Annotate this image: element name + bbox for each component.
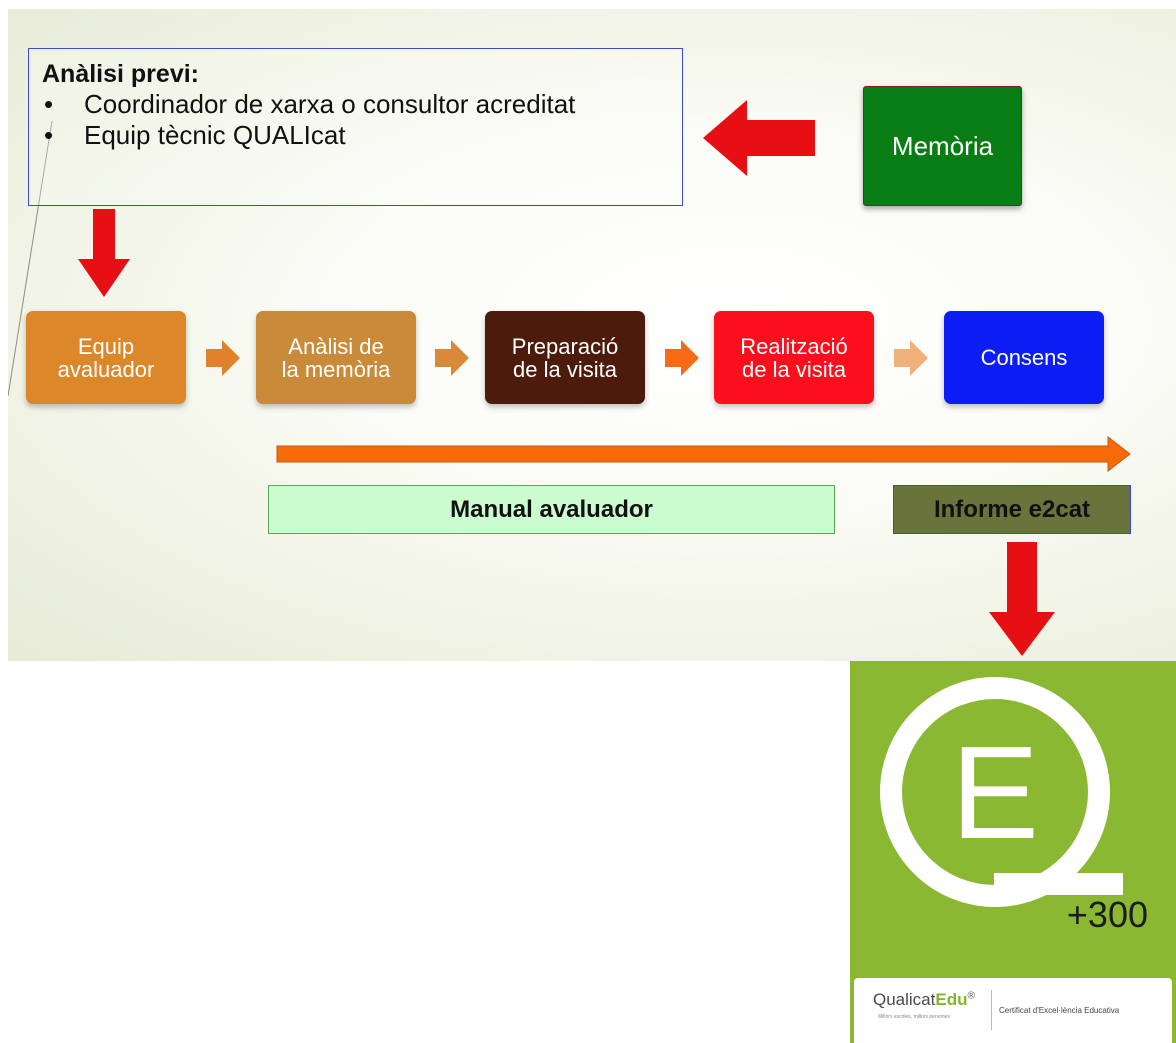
step-label-line2: de la visita xyxy=(742,356,846,382)
logo-footer: QualicatEdu® Millors escoles, millors pe… xyxy=(854,978,1172,1043)
arrow-down-red-icon xyxy=(78,209,130,297)
manual-avaluador-box: Manual avaluador xyxy=(268,485,835,534)
step-label-line1: Preparació xyxy=(511,333,619,359)
logo-count: +300 xyxy=(1066,894,1148,935)
step-label-line1: Consens xyxy=(980,345,1068,370)
bullet-icon: • xyxy=(44,120,54,150)
timeline-arrow-icon xyxy=(276,436,1131,472)
list-item: • Equip tècnic QUALIcat xyxy=(42,120,682,151)
step-label-line1: Anàlisi de xyxy=(288,333,384,359)
chevron-right-icon xyxy=(206,340,240,376)
qualicatedu-logo: E +300 QualicatEdu® Millors escoles, mil… xyxy=(850,661,1176,1043)
step-label-line2: la memòria xyxy=(281,356,391,382)
step-label-line1: Equip xyxy=(77,333,135,359)
list-item-text: Coordinador de xarxa o consultor acredit… xyxy=(84,89,576,119)
memoria-label: Memòria xyxy=(891,130,994,161)
step-label-line2: avaluador xyxy=(57,356,155,382)
brand-registered-mark: ® xyxy=(967,990,975,1002)
previous-analysis-box: Anàlisi previ: • Coordinador de xarxa o c… xyxy=(28,48,683,206)
chevron-right-icon xyxy=(894,340,928,376)
memoria-box: Memòria xyxy=(863,86,1022,206)
footer-divider xyxy=(991,990,992,1030)
informe-e2cat-label: Informe e2cat xyxy=(933,495,1091,523)
arrow-down-red-icon xyxy=(989,542,1055,656)
q-emblem-letter: E xyxy=(951,719,1039,866)
arrow-left-red-icon xyxy=(703,100,815,176)
certificate-label: Certificat d'Excel·lència Educativa xyxy=(999,1006,1120,1015)
step-label-line1: Realització xyxy=(740,333,848,359)
brand-wordmark: QualicatEdu® xyxy=(873,990,975,1010)
brand-plain: Qualicat xyxy=(873,990,936,1009)
bullet-icon: • xyxy=(44,89,54,119)
informe-e2cat-box: Informe e2cat xyxy=(893,485,1131,534)
previous-analysis-title: Anàlisi previ: xyxy=(42,60,199,88)
q-emblem-icon: E xyxy=(880,677,1123,907)
manual-avaluador-label: Manual avaluador xyxy=(450,495,653,523)
chevron-right-icon xyxy=(435,340,469,376)
list-item-text: Equip tècnic QUALIcat xyxy=(84,120,346,150)
decorative-diagonal-line xyxy=(8,120,53,397)
brand-tagline: Millors escoles, millors persones xyxy=(878,1014,950,1020)
step-label-line2: de la visita xyxy=(513,356,617,382)
previous-analysis-list: • Coordinador de xarxa o consultor acredi… xyxy=(42,89,682,151)
step-label: Consens xyxy=(981,346,1068,369)
chevron-right-icon xyxy=(665,340,699,376)
brand-bold: Edu xyxy=(935,990,968,1009)
list-item: • Coordinador de xarxa o consultor acredi… xyxy=(42,89,682,120)
step-consens: Consens xyxy=(944,311,1104,404)
